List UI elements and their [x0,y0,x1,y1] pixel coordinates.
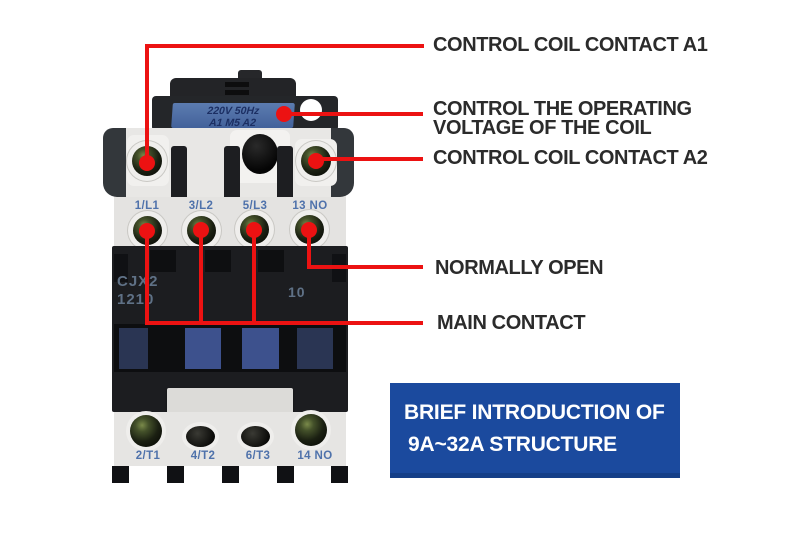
mounting-foot [222,466,239,483]
left-flange [103,128,126,197]
contact-slot [119,328,148,369]
mounting-foot [331,466,348,483]
terminal-screw-14no [295,414,327,446]
callout-line-a2 [316,157,423,161]
callout-line-main-v3 [252,230,256,325]
callout-line-a1-vertical [145,44,149,166]
callout-line-a1-horizontal [145,44,424,48]
terminal-screw-2t1 [130,415,162,447]
label-operating-voltage-line1: CONTROL THE OPERATING [433,98,692,120]
terminal-label-6t3: 6/T3 [245,450,271,462]
housing-bump [205,250,231,272]
terminal-hole-6t3 [241,426,270,447]
contact-slot [185,328,221,369]
contact-slot [242,328,279,369]
mounting-foot [167,466,184,483]
terminal-label-13no: 13 NO [292,200,328,212]
callout-line-no-horizontal [307,265,423,269]
info-box-line2: 9A~32A STRUCTURE [408,433,617,456]
callout-line-main-horizontal [145,321,423,325]
callout-dot-3l2 [193,222,209,238]
info-box-line1: BRIEF INTRODUCTION OF [404,401,665,424]
aux-marking-10: 10 [288,284,306,300]
callout-dot-a2 [308,153,324,169]
callout-line-no-vertical [307,231,311,269]
terminal-label-5l3: 5/L3 [242,200,268,212]
label-coil-contact-a2: CONTROL COIL CONTACT A2 [433,147,708,169]
info-box: BRIEF INTRODUCTION OF 9A~32A STRUCTURE [390,383,680,478]
terminal-label-1l1: 1/L1 [134,200,160,212]
callout-dot-5l3 [246,222,262,238]
mounting-foot [277,466,294,483]
model-text-line2: 1210 [117,291,155,308]
terminal-label-2t1: 2/T1 [135,450,161,462]
terminal-hole-4t2 [186,426,215,447]
callout-dot-13no [301,222,317,238]
callout-line-voltage [284,112,423,116]
label-operating-voltage-line2: VOLTAGE OF THE COIL [433,117,652,139]
housing-bump [150,250,176,272]
cap-slot-top [225,82,249,87]
terminal-label-3l2: 3/L2 [188,200,214,212]
fin [224,146,240,197]
mounting-foot [112,466,129,483]
label-normally-open: NORMALLY OPEN [435,257,604,279]
fin [171,146,187,197]
center-screw [242,134,278,174]
cap-slot-bottom [225,90,249,95]
head-hole [300,99,322,121]
callout-line-main-v2 [199,231,203,325]
callout-dot-voltage [276,106,292,122]
housing-bump [258,250,284,272]
mid-housing: CJX2 1210 10 [112,246,348,412]
housing-tab-left [114,254,128,282]
callout-dot-a1 [139,155,155,171]
terminal-label-4t2: 4/T2 [190,450,216,462]
contact-slot [297,328,333,369]
label-main-contact: MAIN CONTACT [437,312,586,334]
callout-dot-1l1 [139,223,155,239]
device-cap-bump [238,70,262,80]
model-text-line1: CJX2 [117,273,159,290]
terminal-label-14no: 14 NO [297,450,333,462]
label-operating-voltage: CONTROL THE OPERATING VOLTAGE OF THE COI… [433,98,692,139]
label-coil-contact-a1: CONTROL COIL CONTACT A1 [433,34,708,56]
fin [277,146,293,197]
callout-line-main-v1 [145,232,149,325]
